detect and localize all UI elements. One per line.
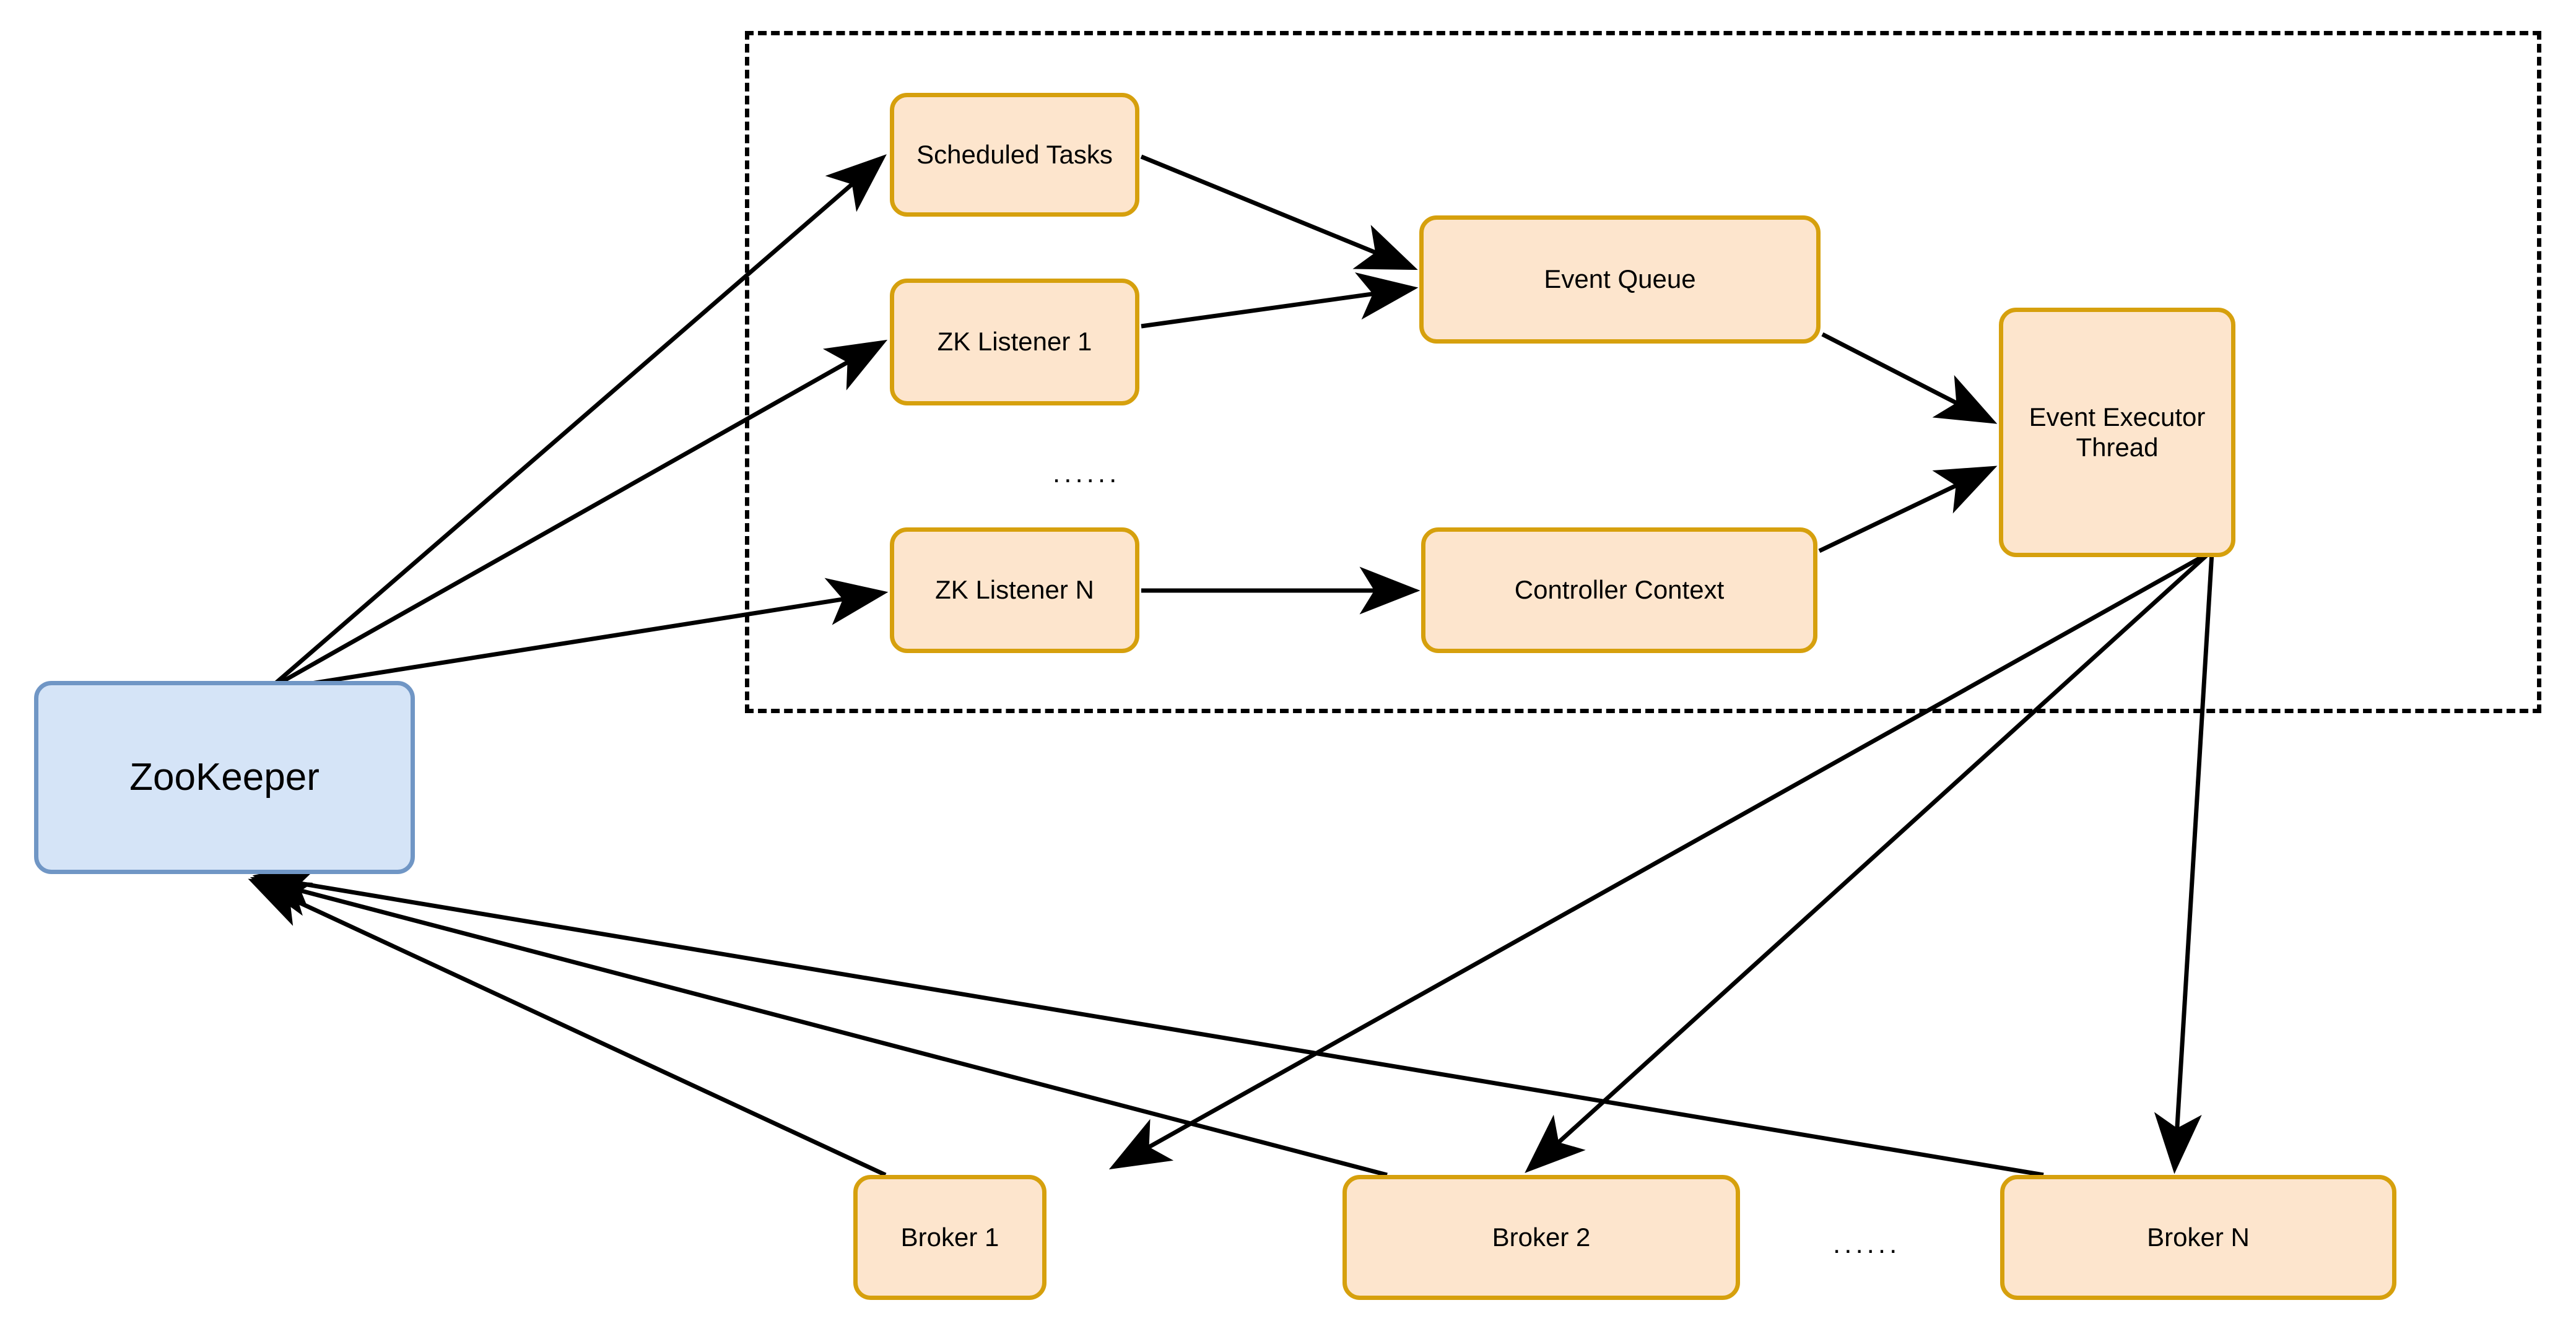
node-zookeeper-label: ZooKeeper — [129, 756, 320, 799]
node-broker-n-label: Broker N — [2147, 1222, 2250, 1252]
edge-broker-1-to-zookeeper — [248, 878, 887, 1177]
node-event-queue-label: Event Queue — [1544, 264, 1696, 294]
node-controller-context[interactable]: Controller Context — [1421, 527, 1817, 653]
node-broker-1-label: Broker 1 — [900, 1222, 999, 1252]
node-event-queue[interactable]: Event Queue — [1419, 215, 1821, 344]
listeners-ellipsis: ...... — [1053, 458, 1121, 488]
node-zk-listener-1[interactable]: ZK Listener 1 — [890, 279, 1139, 405]
node-broker-2[interactable]: Broker 2 — [1342, 1175, 1740, 1300]
brokers-ellipsis: ...... — [1833, 1229, 1901, 1259]
node-controller-context-label: Controller Context — [1514, 575, 1725, 605]
edge-broker-n-to-zookeeper — [252, 862, 2044, 1177]
node-broker-1[interactable]: Broker 1 — [853, 1175, 1046, 1300]
node-zookeeper[interactable]: ZooKeeper — [34, 681, 415, 874]
node-zk-listener-n-label: ZK Listener N — [935, 575, 1094, 605]
node-zk-listener-n[interactable]: ZK Listener N — [890, 527, 1139, 653]
node-zk-listener-1-label: ZK Listener 1 — [937, 327, 1092, 357]
node-scheduled-tasks[interactable]: Scheduled Tasks — [890, 93, 1139, 217]
edge-broker-2-to-zookeeper — [250, 869, 1388, 1177]
node-scheduled-tasks-label: Scheduled Tasks — [916, 139, 1113, 169]
node-event-executor-thread-label: Event Executor Thread — [2029, 402, 2206, 462]
node-broker-2-label: Broker 2 — [1492, 1222, 1591, 1252]
node-broker-n[interactable]: Broker N — [2000, 1175, 2396, 1300]
node-event-executor-thread[interactable]: Event Executor Thread — [1999, 308, 2235, 557]
